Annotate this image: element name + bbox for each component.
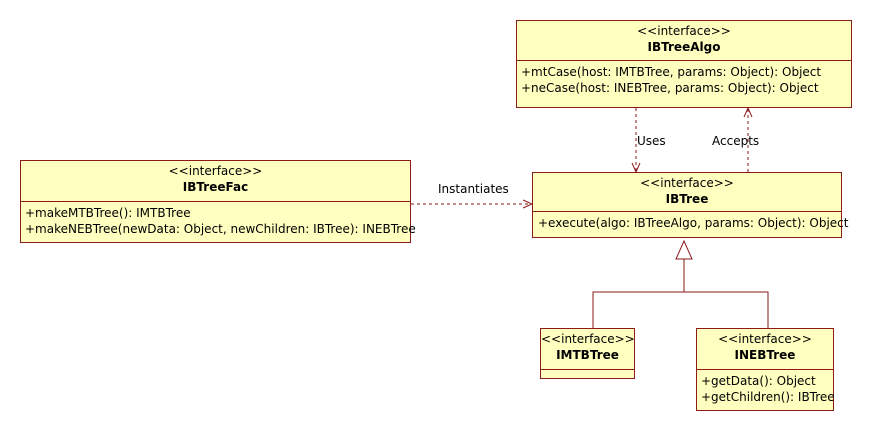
- inebtree-operation-getchildren: +getChildren(): IBTree: [701, 390, 835, 404]
- ibtreealgo-stereotype: <<interface>>: [637, 24, 731, 38]
- ibtreealgo-name: IBTreeAlgo: [647, 40, 721, 54]
- ibtreefac-operation-makemtbtree: +makeMTBTree(): IMTBTree: [25, 206, 191, 220]
- accepts-dependency-arrow: [743, 106, 753, 172]
- instantiates-label: Instantiates: [438, 182, 509, 196]
- imtbtree-name: IMTBTree: [556, 348, 619, 362]
- imtbtree-divider: [541, 369, 634, 370]
- inebtree-name: INEBTree: [734, 348, 796, 362]
- inebtree-stereotype: <<interface>>: [718, 332, 812, 346]
- inebtree-interface-box[interactable]: <<interface>> INEBTree +getData(): Objec…: [696, 328, 835, 411]
- ibtreealgo-operation-mtcase: +mtCase(host: IMTBTree, params: Object):…: [521, 65, 822, 79]
- ibtreefac-operation-makenebtree: +makeNEBTree(newData: Object, newChildre…: [25, 222, 416, 236]
- ibtree-operation-execute: +execute(algo: IBTreeAlgo, params: Objec…: [538, 216, 849, 230]
- ibtreefac-interface-box[interactable]: <<interface>> IBTreeFac +makeMTBTree(): …: [20, 160, 416, 243]
- ibtreefac-name: IBTreeFac: [182, 180, 249, 194]
- ibtreealgo-operation-necase: +neCase(host: INEBTree, params: Object):…: [521, 81, 819, 95]
- imtbtree-interface-box[interactable]: <<interface>> IMTBTree: [540, 328, 635, 379]
- generalization-arrow: [592, 239, 769, 328]
- ibtreefac-divider: [21, 201, 410, 202]
- inebtree-divider: [697, 369, 833, 370]
- ibtree-name: IBTree: [665, 192, 709, 206]
- inebtree-operation-getdata: +getData(): Object: [701, 374, 816, 388]
- imtbtree-stereotype: <<interface>>: [541, 332, 635, 346]
- uses-label: Uses: [637, 134, 666, 148]
- ibtreealgo-interface-box[interactable]: <<interface>> IBTreeAlgo +mtCase(host: I…: [516, 20, 852, 108]
- instantiates-dependency-arrow: [411, 199, 534, 209]
- ibtreealgo-divider: [517, 60, 851, 61]
- ibtree-stereotype: <<interface>>: [640, 176, 734, 190]
- ibtree-interface-box[interactable]: <<interface>> IBTree +execute(algo: IBTr…: [532, 172, 849, 238]
- ibtree-divider: [533, 211, 841, 212]
- accepts-label: Accepts: [712, 134, 760, 148]
- ibtreefac-stereotype: <<interface>>: [168, 164, 263, 178]
